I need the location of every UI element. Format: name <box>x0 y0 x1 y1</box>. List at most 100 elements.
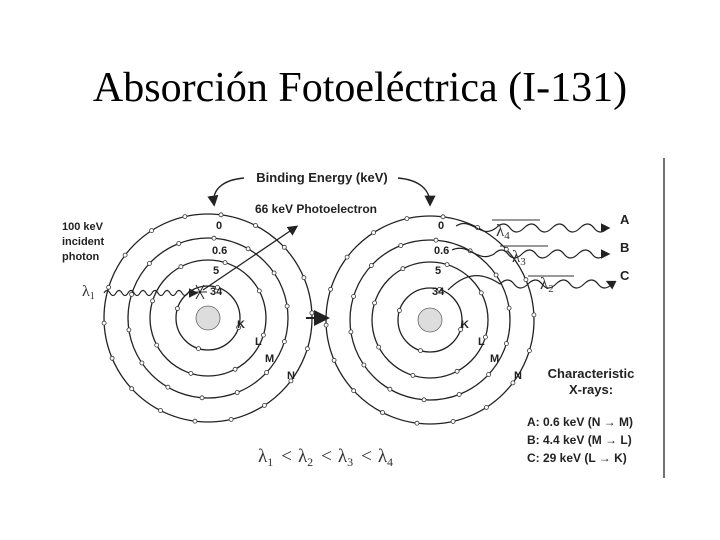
photoelectron-label: 66 keV Photoelectron <box>255 202 377 216</box>
incident-line-3: photon <box>62 251 100 263</box>
electron <box>102 321 106 325</box>
photoelectron-path <box>203 227 296 290</box>
electron <box>130 387 134 391</box>
lambda-4-label: λ4 <box>496 221 510 242</box>
left-letter-m: M <box>265 353 274 365</box>
electron <box>246 247 250 251</box>
electron <box>349 330 353 334</box>
left-energy-34: 34 <box>210 286 223 298</box>
right-energy-5: 5 <box>435 265 441 277</box>
electron <box>110 356 114 360</box>
xray-wave-c <box>448 276 612 290</box>
electron <box>219 213 223 217</box>
electron <box>282 245 286 249</box>
transition-b: B: 4.4 keV (M → L) <box>527 433 632 447</box>
left-letter-k: K <box>237 319 245 331</box>
right-energy-0-6: 0.6 <box>434 245 449 257</box>
electron <box>123 253 127 257</box>
electron <box>434 238 438 242</box>
electron <box>193 419 197 423</box>
electron <box>507 306 511 310</box>
electron <box>415 421 419 425</box>
electron <box>151 299 155 303</box>
electron <box>532 313 536 317</box>
electron <box>197 347 201 351</box>
electron <box>107 285 111 289</box>
electron <box>257 289 261 293</box>
electron <box>487 373 491 377</box>
right-energy-34: 34 <box>432 286 445 298</box>
electron <box>455 369 459 373</box>
electron <box>130 292 134 296</box>
binding-energy-label: Binding Energy (keV) <box>256 170 387 185</box>
electron <box>310 311 314 315</box>
transition-a: A: 0.6 keV (N → M) <box>527 415 633 429</box>
electron <box>166 385 170 389</box>
electron <box>262 403 266 407</box>
right-letter-k: K <box>461 319 469 331</box>
electron <box>179 265 183 269</box>
electron <box>401 267 405 271</box>
left-letter-l: L <box>255 336 262 348</box>
xray-label-b: B <box>620 240 629 255</box>
characteristic-line-1: Characteristic <box>548 366 635 381</box>
electron <box>175 307 179 311</box>
electron <box>200 396 204 400</box>
electron <box>150 229 154 233</box>
electron <box>372 231 376 235</box>
left-curved-arrow <box>214 178 244 204</box>
incident-photon-wave <box>104 291 196 296</box>
electron <box>324 323 328 327</box>
left-atom <box>102 213 314 423</box>
incident-line-1: 100 keV <box>62 221 104 233</box>
electron <box>282 340 286 344</box>
right-letter-m: M <box>490 353 499 365</box>
electron <box>183 215 187 219</box>
electron <box>127 328 131 332</box>
electron <box>265 371 269 375</box>
electron <box>369 264 373 268</box>
electron <box>235 391 239 395</box>
electron <box>381 411 385 415</box>
electron <box>388 387 392 391</box>
electron <box>177 242 181 246</box>
electron <box>373 301 377 305</box>
right-energy-0: 0 <box>438 220 444 232</box>
right-nucleus <box>418 308 442 332</box>
electron <box>484 405 488 409</box>
electron <box>494 273 498 277</box>
electron <box>524 278 528 282</box>
electron <box>345 255 349 259</box>
electron <box>399 244 403 248</box>
left-energy-0-6: 0.6 <box>212 245 227 257</box>
electron <box>419 349 423 353</box>
xray-label-a: A <box>620 212 630 227</box>
electron <box>212 236 216 240</box>
characteristic-line-2: X-rays: <box>569 382 613 397</box>
electron <box>445 263 449 267</box>
electron <box>352 389 356 393</box>
electron <box>233 367 237 371</box>
left-energy-5: 5 <box>213 265 219 277</box>
electron <box>329 287 333 291</box>
electron <box>377 345 381 349</box>
electron <box>147 262 151 266</box>
right-curved-arrow <box>398 178 430 204</box>
right-letter-n: N <box>514 370 522 382</box>
electron <box>504 342 508 346</box>
left-nucleus <box>196 306 220 330</box>
electron <box>441 215 445 219</box>
electron <box>155 343 159 347</box>
xray-wave-b <box>452 248 608 258</box>
electron <box>305 347 309 351</box>
electron <box>451 419 455 423</box>
electron <box>285 304 289 308</box>
right-letter-l: L <box>478 336 485 348</box>
electron <box>457 393 461 397</box>
lambda-2-label: λ2 <box>540 274 554 295</box>
electron <box>223 261 227 265</box>
electron <box>397 309 401 313</box>
electron <box>362 363 366 367</box>
electron <box>302 276 306 280</box>
electron <box>352 294 356 298</box>
